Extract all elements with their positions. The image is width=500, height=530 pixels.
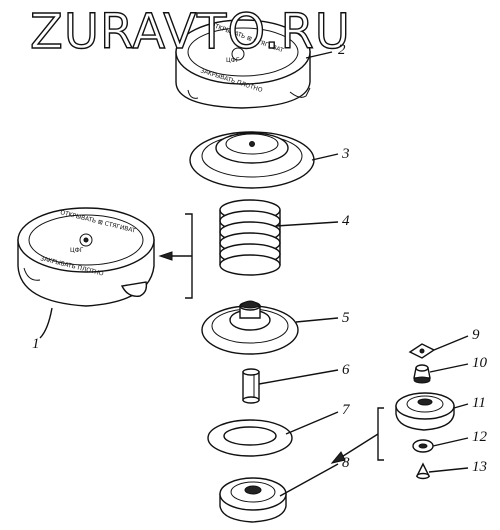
callout-7: 7	[342, 402, 350, 418]
part-4-spring	[219, 199, 281, 276]
part-2-cap: OTKPЫBATЬ ⊠ CTЯГИBAT 3AKPЫBATЬ ПЛOTHO ЦФ…	[175, 19, 311, 109]
callout-5: 5	[342, 310, 350, 326]
part-3-plate	[189, 131, 315, 189]
callout-10: 10	[472, 355, 487, 371]
callout-11: 11	[472, 395, 486, 411]
callout-4: 4	[342, 213, 350, 229]
part-8-seat	[219, 477, 287, 523]
part-7-gasket	[207, 419, 293, 457]
part-5-valve-plate	[201, 300, 299, 355]
part-11-valve	[395, 392, 455, 431]
callout-8: 8	[342, 455, 350, 471]
callout-6: 6	[342, 362, 350, 378]
callout-2: 2	[338, 42, 346, 58]
cap-2-center-text: ЦФГ	[226, 57, 240, 64]
arrow-to-part-8	[339, 433, 379, 459]
callout-12: 12	[472, 429, 487, 445]
cap-1-center-text: ЦФГ	[70, 247, 84, 254]
part-13-pin	[415, 462, 431, 480]
watermark: ZURAVTO.RU	[29, 3, 351, 60]
part-6-bushing	[242, 368, 260, 404]
part-1-cap: OTKPЫBATЬ ⊠ CTЯГИBAT 3AKPЫBATЬ ПЛOTHO ЦФ…	[17, 207, 155, 307]
callout-3: 3	[342, 146, 350, 162]
leader-lines	[39, 51, 469, 497]
part-10-nipple	[413, 364, 431, 384]
part-9-gasket	[408, 343, 436, 359]
part-12-washer	[412, 439, 434, 453]
callout-1: 1	[32, 336, 40, 352]
callout-9: 9	[472, 327, 480, 343]
bracket-11-13	[377, 407, 384, 461]
callout-13: 13	[472, 459, 487, 475]
